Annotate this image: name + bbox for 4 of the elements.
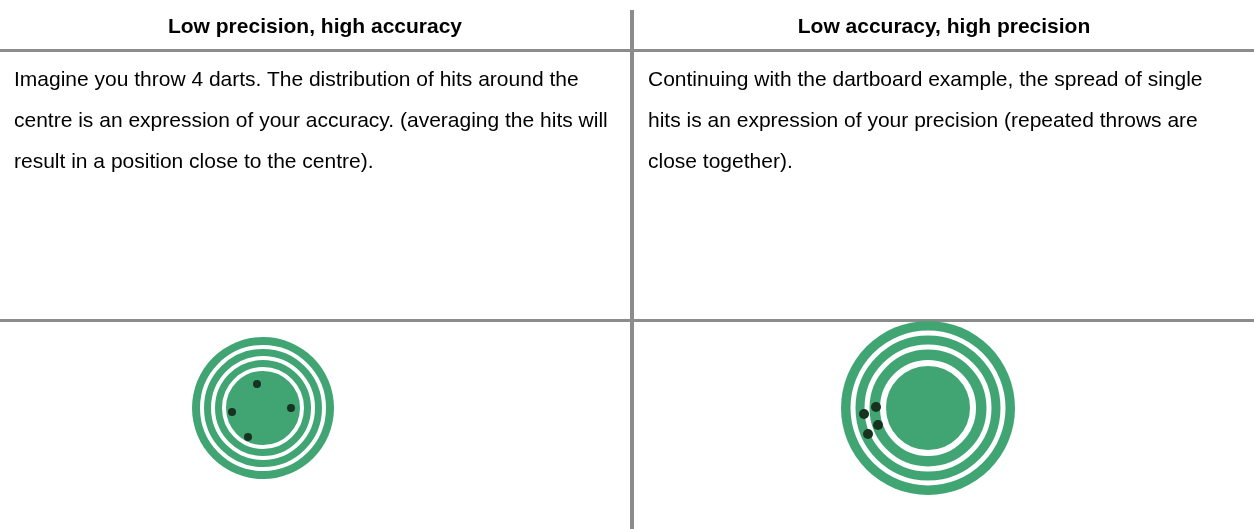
column-heading: Low accuracy, high precision — [796, 14, 1092, 38]
column-heading: Low precision, high accuracy — [166, 14, 464, 38]
paragraph: Continuing with the dartboard example, the spread of single hits is an expression of your precision (repeated throws are close together). — [648, 66, 1204, 174]
paragraph: Imagine you throw 4 darts. The distribution of hits around the centre is an expression of your accuracy. (averaging the hits will result in a position close to the centre). — [14, 66, 609, 174]
